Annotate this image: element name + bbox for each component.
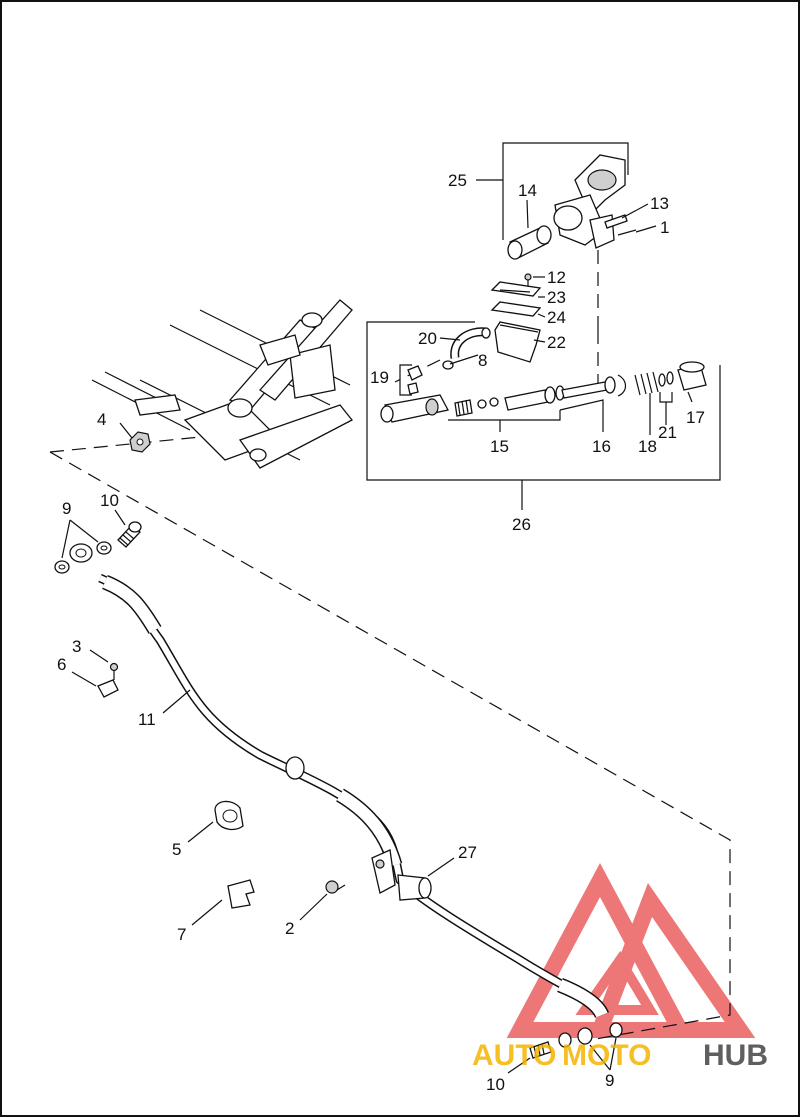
part-5-clamp bbox=[214, 800, 244, 831]
callout-26: 26 bbox=[512, 515, 531, 534]
motorcycle-frame bbox=[91, 299, 354, 469]
callout-2: 2 bbox=[285, 919, 294, 938]
part-15-master-cylinder bbox=[380, 385, 565, 423]
callout-6: 6 bbox=[57, 655, 66, 674]
callout-3: 3 bbox=[72, 637, 81, 656]
part-19-fitting bbox=[407, 365, 423, 395]
part-4-nut bbox=[129, 431, 151, 453]
brake-pedal-25 bbox=[553, 154, 626, 249]
part-2-bolt bbox=[325, 880, 346, 894]
part-6-clip bbox=[97, 679, 119, 698]
watermark-part1: AUTO bbox=[472, 1039, 556, 1072]
part-13-pin bbox=[604, 214, 628, 229]
part-9-washer-lower bbox=[558, 1022, 623, 1048]
part-3-screw bbox=[109, 662, 119, 680]
part-24-diaphragm bbox=[490, 301, 542, 317]
watermark-text: AUTO MOTO HUB bbox=[472, 1039, 768, 1072]
callout-18: 18 bbox=[638, 437, 657, 456]
part-27-switch bbox=[371, 849, 432, 901]
bracket-26 bbox=[366, 321, 721, 510]
part-21-rings bbox=[658, 371, 674, 387]
part-10-bolt-lower bbox=[529, 1041, 552, 1059]
part-1-clip bbox=[617, 229, 637, 236]
watermark-logo bbox=[506, 863, 756, 1038]
callout-8: 8 bbox=[478, 351, 487, 370]
leader-lines bbox=[61, 199, 657, 1074]
callout-23: 23 bbox=[547, 288, 566, 307]
row-brackets bbox=[448, 391, 693, 435]
callout-25: 25 bbox=[448, 171, 467, 190]
callout-11: 11 bbox=[138, 710, 156, 729]
callout-7: 7 bbox=[177, 925, 186, 944]
callout-27: 27 bbox=[458, 843, 477, 862]
part-7-clip bbox=[227, 879, 255, 909]
bracket-25 bbox=[476, 142, 629, 240]
callout-10-lower: 10 bbox=[486, 1075, 505, 1094]
callout-19: 19 bbox=[370, 368, 389, 387]
callout-12: 12 bbox=[547, 268, 566, 287]
callout-15: 15 bbox=[490, 437, 509, 456]
part-16-pushrod bbox=[561, 374, 627, 399]
part-22-reservoir bbox=[494, 321, 541, 363]
callout-9-lower: 9 bbox=[605, 1071, 614, 1090]
part-10-bolt-upper bbox=[117, 521, 142, 548]
callout-5: 5 bbox=[172, 840, 181, 859]
callout-14: 14 bbox=[518, 181, 537, 200]
callout-1: 1 bbox=[660, 218, 669, 237]
callout-4: 4 bbox=[97, 410, 106, 429]
part-23-cover bbox=[490, 281, 542, 297]
watermark-part3: HUB bbox=[703, 1039, 768, 1072]
callout-13: 13 bbox=[650, 194, 669, 213]
callout-17: 17 bbox=[686, 408, 705, 427]
watermark-part2: MOTO bbox=[562, 1039, 651, 1072]
callout-20: 20 bbox=[418, 329, 437, 348]
callout-9-upper: 9 bbox=[62, 499, 71, 518]
part-17-boot bbox=[677, 361, 707, 391]
callout-22: 22 bbox=[547, 333, 566, 352]
callout-16: 16 bbox=[592, 437, 611, 456]
callout-21: 21 bbox=[658, 423, 677, 442]
part-18-spring bbox=[634, 371, 659, 396]
part-8-clamp bbox=[442, 327, 491, 370]
callout-10-upper: 10 bbox=[100, 491, 119, 510]
bracket-19 bbox=[399, 364, 412, 396]
callout-24: 24 bbox=[547, 308, 566, 327]
callout-labels: 1 2 3 4 5 6 7 8 9 9 10 10 11 12 13 14 15… bbox=[57, 171, 705, 1094]
part-14-bushing bbox=[507, 225, 552, 260]
part-11-brake-line bbox=[69, 543, 609, 1019]
part-9-washer-upper bbox=[54, 541, 112, 574]
